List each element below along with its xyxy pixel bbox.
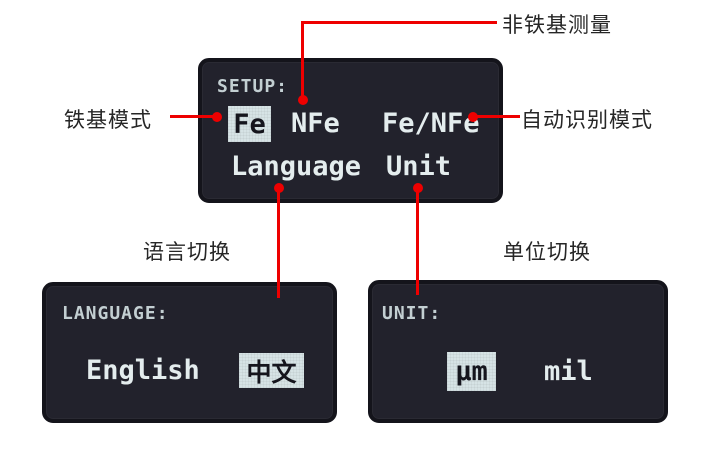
menu-item-unit[interactable]: Unit (386, 151, 452, 182)
unit-option-mil[interactable]: mil (544, 356, 593, 387)
language-option-chinese-selected[interactable]: 中文 (239, 353, 304, 388)
mode-option-nfe[interactable]: NFe (291, 108, 340, 139)
unit-screen-title: UNIT: (382, 303, 442, 324)
mode-option-fe-nfe[interactable]: Fe/NFe (382, 108, 480, 139)
callout-line-unit (416, 188, 419, 295)
callout-label-unit-switch: 单位切换 (503, 241, 591, 264)
callout-line-language (277, 188, 280, 298)
setup-screen-title: SETUP: (217, 76, 289, 97)
callout-dot-language (274, 183, 284, 193)
callout-line-fe (170, 115, 218, 118)
menu-item-language[interactable]: Language (231, 151, 362, 182)
callout-label-auto-detect-mode: 自动识别模式 (521, 109, 653, 132)
callout-dot-auto-mode (468, 112, 478, 122)
unit-option-um-selected[interactable]: µm (447, 352, 496, 391)
callout-label-nfe-measurement: 非铁基测量 (502, 14, 612, 37)
setup-screen: SETUP: Fe NFe Fe/NFe Language Unit (198, 58, 503, 203)
callout-line-auto-mode (473, 115, 520, 118)
language-screen-title: LANGUAGE: (62, 303, 169, 324)
callout-dot-unit (413, 183, 423, 193)
callout-label-fe-mode: 铁基模式 (64, 109, 152, 132)
language-screen: LANGUAGE: English 中文 (42, 282, 337, 423)
callout-line-nfe-horizontal (301, 21, 497, 24)
language-option-english[interactable]: English (86, 355, 200, 386)
callout-line-nfe-vertical (301, 21, 304, 101)
callout-label-language-switch: 语言切换 (143, 241, 231, 264)
callout-dot-fe (212, 112, 222, 122)
callout-dot-nfe (298, 95, 308, 105)
unit-screen: UNIT: µm mil (368, 280, 668, 423)
mode-option-fe-selected[interactable]: Fe (228, 106, 271, 142)
